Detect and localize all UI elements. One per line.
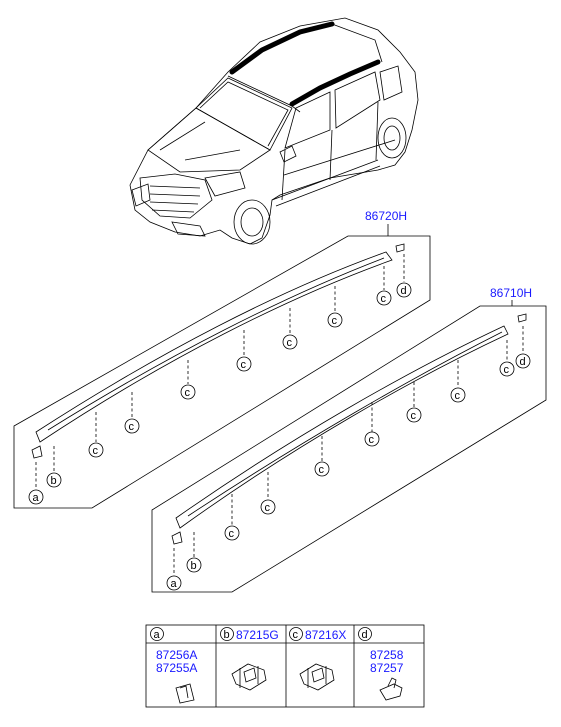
- svg-text:c: c: [129, 421, 135, 433]
- svg-text:c: c: [332, 315, 338, 327]
- part-number-86710h: 86710H: [490, 286, 532, 300]
- callout-a-lower: a: [166, 575, 182, 591]
- callout-b-lower: b: [186, 557, 202, 573]
- clip-d-icon: [379, 677, 403, 701]
- svg-text:c: c: [381, 293, 387, 305]
- svg-text:a: a: [171, 578, 178, 590]
- svg-text:c: c: [93, 445, 99, 457]
- callout-c-lower-6: c: [450, 387, 466, 403]
- clip-a-icon: [175, 683, 195, 704]
- svg-text:b: b: [51, 475, 57, 487]
- svg-text:c: c: [265, 502, 271, 514]
- callout-d-lower: d: [515, 353, 531, 369]
- svg-text:d: d: [362, 629, 368, 641]
- part-number-87216x: 87216X: [305, 628, 346, 642]
- svg-text:c: c: [287, 337, 293, 349]
- svg-text:c: c: [293, 629, 299, 641]
- svg-text:c: c: [229, 528, 235, 540]
- callout-c-upper-6: c: [327, 312, 343, 328]
- table-header-b: b 87215G: [220, 627, 279, 642]
- callout-c-upper-2: c: [124, 418, 140, 434]
- svg-text:c: c: [455, 390, 461, 402]
- svg-text:c: c: [411, 410, 417, 422]
- callout-b-upper: b: [46, 472, 62, 488]
- part-number-87258: 87258: [370, 648, 404, 662]
- svg-text:c: c: [369, 434, 375, 446]
- part-number-87255a: 87255A: [156, 661, 197, 675]
- svg-text:c: c: [241, 359, 247, 371]
- svg-text:a: a: [154, 629, 161, 641]
- part-number-87215g: 87215G: [236, 628, 279, 642]
- clip-b-icon: [231, 663, 267, 691]
- callout-c-lower-4: c: [364, 431, 380, 447]
- callout-c-lower-7: c: [499, 361, 515, 377]
- roof-rail-assembly-86720h: 86720H a b c c c c c c c d: [13, 209, 431, 509]
- callout-c-upper-3: c: [180, 384, 196, 400]
- part-number-87257: 87257: [370, 661, 404, 675]
- callout-c-upper-1: c: [88, 442, 104, 458]
- svg-text:d: d: [520, 356, 526, 368]
- callout-c-upper-7: c: [376, 290, 392, 306]
- callout-d-upper: d: [396, 282, 412, 298]
- callout-c-upper-5: c: [282, 334, 298, 350]
- callout-a-upper: a: [28, 489, 44, 505]
- callout-c-upper-4: c: [236, 356, 252, 372]
- svg-text:c: c: [504, 364, 510, 376]
- svg-text:c: c: [185, 387, 191, 399]
- svg-text:b: b: [191, 560, 197, 572]
- vehicle-illustration: [129, 17, 419, 245]
- callout-c-lower-1: c: [224, 525, 240, 541]
- svg-text:a: a: [33, 492, 40, 504]
- table-header-a: a: [150, 627, 164, 641]
- table-header-c: c 87216X: [289, 627, 346, 642]
- svg-text:d: d: [401, 285, 407, 297]
- callout-c-lower-5: c: [406, 407, 422, 423]
- svg-text:b: b: [224, 629, 230, 641]
- svg-text:c: c: [319, 464, 325, 476]
- parts-table: a b 87215G c 87216X d 87256A 87255A: [145, 624, 425, 708]
- clip-c-icon: [299, 663, 335, 691]
- callout-c-lower-3: c: [314, 461, 330, 477]
- part-number-87256a: 87256A: [156, 648, 197, 662]
- part-number-86720h: 86720H: [365, 209, 407, 223]
- roof-rail-assembly-86710h: 86710H a b c c c c c c c d: [151, 286, 547, 593]
- callout-c-lower-2: c: [260, 499, 276, 515]
- table-header-d: d: [358, 627, 372, 641]
